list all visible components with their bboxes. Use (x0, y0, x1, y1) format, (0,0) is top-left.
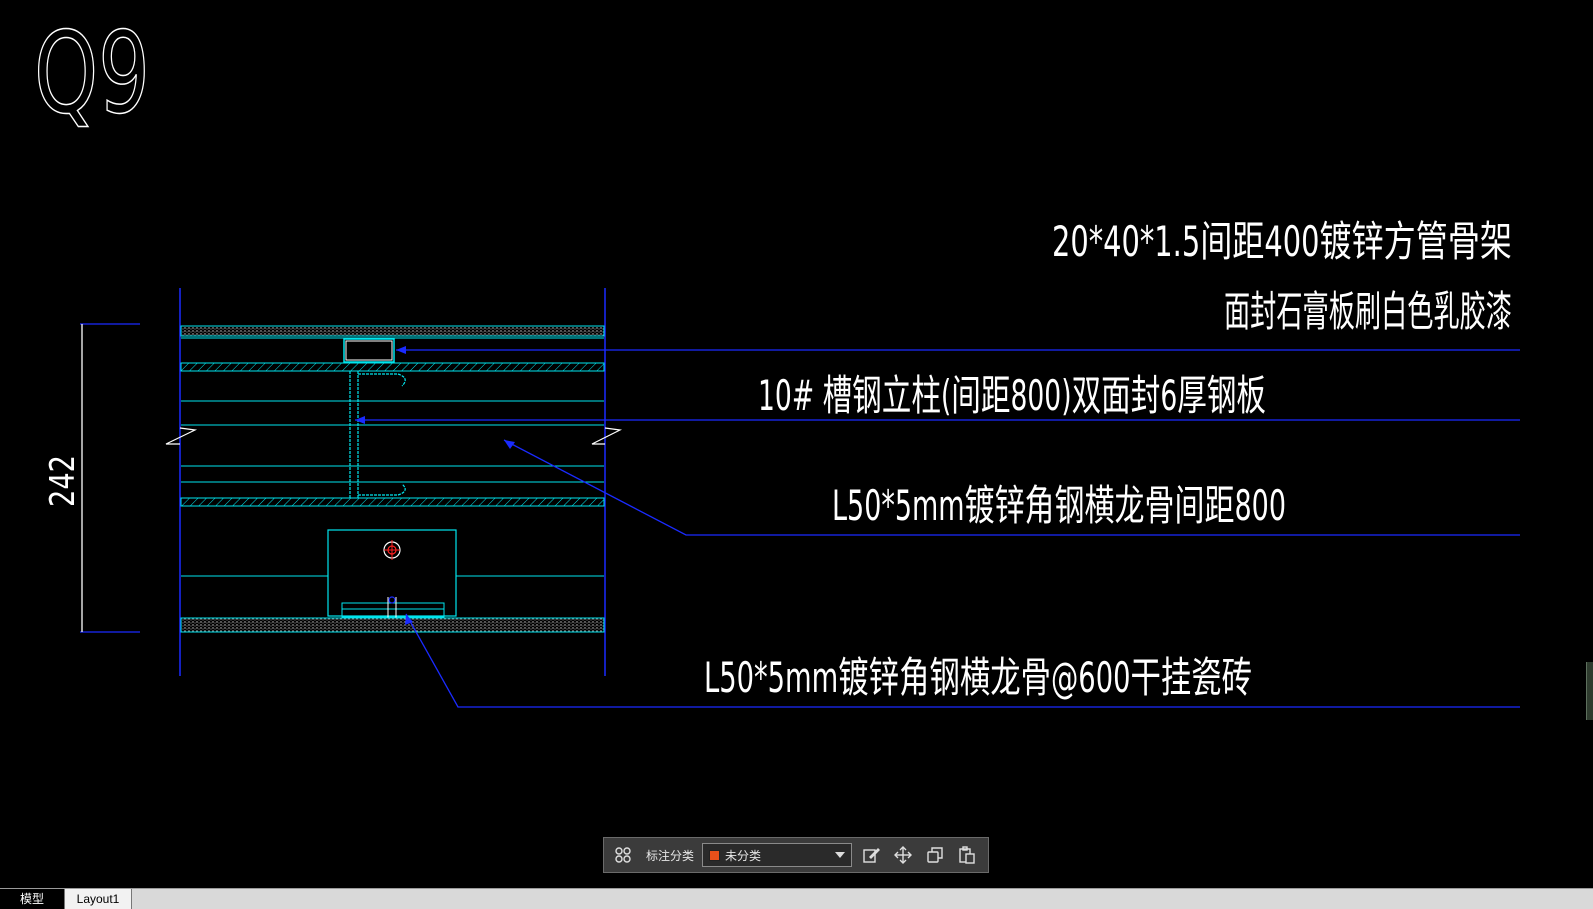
edit-icon[interactable] (858, 842, 884, 868)
grid-icon[interactable] (610, 842, 636, 868)
dimension-text: 242 (43, 455, 83, 507)
category-color-swatch (709, 849, 721, 861)
copy-icon[interactable] (922, 842, 948, 868)
chevron-down-icon (835, 852, 846, 858)
bolt-symbol (383, 540, 401, 630)
tab-model[interactable]: 模型 (0, 889, 64, 909)
move-icon[interactable] (890, 842, 916, 868)
square-tube (343, 338, 395, 363)
label-gypsum-board: 面封石膏板刷白色乳胶漆 (1224, 287, 1512, 336)
paste-icon[interactable] (954, 842, 980, 868)
label-angle-steel-600: L50*5mm镀锌角钢横龙骨@600干挂瓷砖 (704, 653, 1252, 702)
annotation-category-select[interactable]: 未分类 (702, 843, 853, 867)
annotation-category-label: 标注分类 (646, 848, 695, 863)
label-channel-column: 10# 槽钢立柱(间距800)双面封6厚钢板 (758, 371, 1266, 420)
side-scroll-handle[interactable] (1586, 662, 1593, 720)
tab-layout1[interactable]: Layout1 (64, 889, 132, 909)
annotation-toolbar: 标注分类 未分类 (603, 837, 989, 873)
channel-steel (349, 371, 406, 498)
layout-tab-bar: 模型 Layout1 (0, 888, 1593, 909)
cad-drawing-canvas[interactable]: Q9 242 (0, 0, 1593, 888)
title-mark: Q9 (34, 9, 150, 139)
label-square-tube-frame: 20*40*1.5间距400镀锌方管骨架 (1052, 217, 1512, 266)
label-angle-steel-800: L50*5mm镀锌角钢横龙骨间距800 (832, 481, 1286, 530)
wall-section[interactable] (165, 288, 623, 676)
dimension-242: 242 (43, 323, 140, 633)
leader-lines (355, 346, 1520, 708)
category-select-value: 未分类 (725, 848, 762, 863)
angle-steel-box (327, 529, 457, 617)
